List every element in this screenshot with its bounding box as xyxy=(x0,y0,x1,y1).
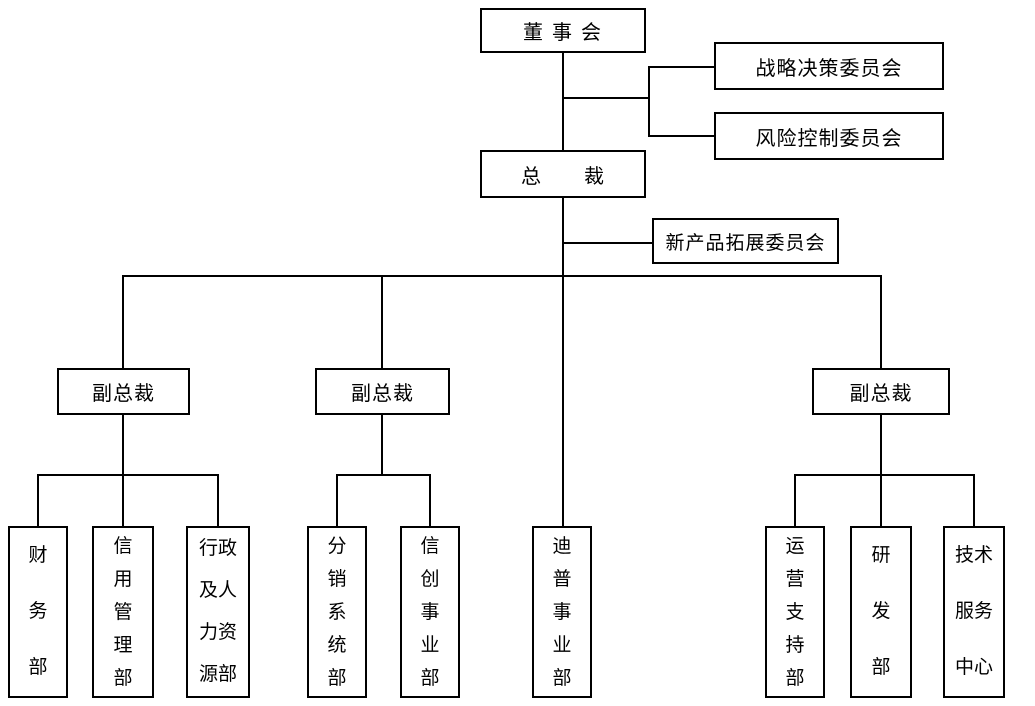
tech-service-center-label: 技术 服务 中心 xyxy=(954,545,993,678)
connector-president-to-dipu xyxy=(562,198,564,526)
connector-board-to-committee-trunk xyxy=(563,97,650,99)
vp-left-label: 副总裁 xyxy=(92,383,155,405)
org-node-distribution-system-dept: 分 销 系 统 部 xyxy=(307,526,367,698)
connector-vp-left-down xyxy=(122,415,124,526)
org-node-vp-right: 副总裁 xyxy=(812,368,950,415)
strategy-committee-label: 战略决策委员会 xyxy=(755,57,903,80)
connector-strategy-committee-stub xyxy=(648,66,714,68)
org-node-new-product-committee: 新产品拓展委员会 xyxy=(652,218,839,264)
connector-left-group-bar xyxy=(37,474,219,476)
connector-drop-operations xyxy=(794,474,796,526)
org-node-vp-left: 副总裁 xyxy=(57,368,190,415)
org-node-risk-committee: 风险控制委员会 xyxy=(714,112,944,160)
connector-right-group-bar xyxy=(794,474,975,476)
vp-right-label: 副总裁 xyxy=(849,383,913,405)
president-label: 总 裁 xyxy=(521,165,605,188)
connector-new-product-committee-stub xyxy=(563,242,652,244)
connector-drop-vp-middle xyxy=(381,275,383,368)
org-node-rd-dept: 研 发 部 xyxy=(850,526,912,698)
connector-main-distribution-bar xyxy=(122,275,882,277)
vp-middle-label: 副总裁 xyxy=(351,383,414,405)
operations-support-dept-label: 运 营 支 持 部 xyxy=(785,535,805,689)
admin-hr-dept-label: 行政 及人 力资 源部 xyxy=(198,538,237,685)
finance-dept-label: 财 务 部 xyxy=(28,545,48,678)
distribution-system-dept-label: 分 销 系 统 部 xyxy=(327,535,347,689)
org-node-xinchuang-business-dept: 信 创 事 业 部 xyxy=(400,526,460,698)
connector-drop-vp-right xyxy=(880,275,882,368)
org-node-dipu-business-dept: 迪 普 事 业 部 xyxy=(532,526,592,698)
org-node-president: 总 裁 xyxy=(480,150,646,198)
rd-dept-label: 研 发 部 xyxy=(871,545,891,678)
new-product-committee-label: 新产品拓展委员会 xyxy=(665,232,826,254)
org-node-vp-middle: 副总裁 xyxy=(315,368,450,415)
org-node-credit-management-dept: 信 用 管 理 部 xyxy=(92,526,154,698)
org-node-strategy-committee: 战略决策委员会 xyxy=(714,42,944,90)
connector-drop-xinchuang xyxy=(429,474,431,526)
risk-committee-label: 风险控制委员会 xyxy=(755,127,903,150)
connector-drop-distribution xyxy=(336,474,338,526)
xinchuang-business-dept-label: 信 创 事 业 部 xyxy=(420,535,440,689)
connector-risk-committee-stub xyxy=(648,135,714,137)
org-node-operations-support-dept: 运 营 支 持 部 xyxy=(765,526,825,698)
connector-drop-tech-center xyxy=(973,474,975,526)
connector-vp-middle-down xyxy=(381,415,383,474)
connector-vp-right-down xyxy=(880,415,882,526)
connector-drop-vp-left xyxy=(122,275,124,368)
org-node-admin-hr-dept: 行政 及人 力资 源部 xyxy=(186,526,250,698)
connector-drop-finance xyxy=(37,474,39,526)
connector-drop-admin-hr xyxy=(217,474,219,526)
org-node-finance-dept: 财 务 部 xyxy=(8,526,68,698)
connector-middle-group-bar xyxy=(336,474,431,476)
credit-management-dept-label: 信 用 管 理 部 xyxy=(113,535,133,689)
board-label: 董 事 会 xyxy=(523,22,603,44)
dipu-business-dept-label: 迪 普 事 业 部 xyxy=(552,535,572,689)
connector-committee-trunk xyxy=(648,66,650,137)
connector-board-to-president xyxy=(562,53,564,150)
org-node-board: 董 事 会 xyxy=(480,8,646,53)
org-node-tech-service-center: 技术 服务 中心 xyxy=(943,526,1005,698)
